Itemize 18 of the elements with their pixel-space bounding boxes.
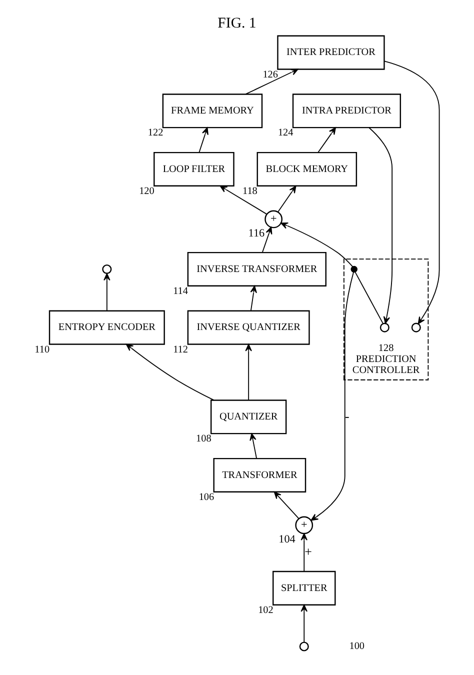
diagram-title: FIG. 1 <box>218 15 256 32</box>
node-label: 110 <box>34 344 50 356</box>
node-label: 122 <box>148 128 164 139</box>
node-label: 104 <box>278 533 296 546</box>
edge-label: + <box>304 544 312 559</box>
node-label: 112 <box>173 344 188 356</box>
label: 100 <box>349 641 365 652</box>
edge-label: - <box>345 408 350 424</box>
node-label: 124 <box>278 128 294 139</box>
node-label: 118 <box>242 186 258 198</box>
node-label: 120 <box>139 186 154 198</box>
node-label: 114 <box>173 286 188 298</box>
node-label: 102 <box>258 604 274 616</box>
node-label: 116 <box>248 227 265 240</box>
node-label: 108 <box>196 434 212 445</box>
node-label: 106 <box>198 492 214 504</box>
node-label: 128 <box>378 342 394 354</box>
node-label: 126 <box>262 69 278 80</box>
